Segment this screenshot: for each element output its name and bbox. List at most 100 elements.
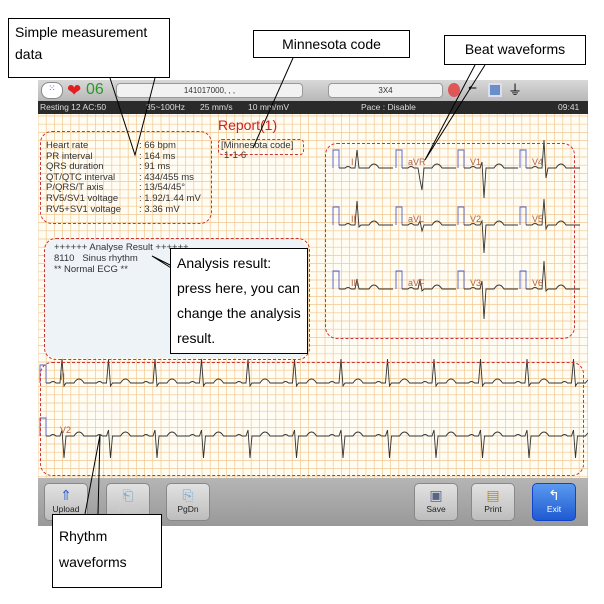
page-up-icon: ⎗	[122, 487, 134, 503]
callout-beat-waveforms: Beat waveforms	[444, 35, 586, 65]
beat-waveform	[526, 260, 580, 293]
analysis-line-2: ** Normal ECG **	[54, 264, 128, 275]
measurement-row: PR interval : 164 ms	[46, 150, 176, 163]
calibration-pulse	[395, 149, 403, 168]
analysis-line-1: 8110 Sinus rhythm	[54, 253, 138, 264]
exit-button[interactable]: ↰Exit	[532, 483, 576, 521]
calibration-pulse	[395, 206, 403, 225]
lead-label: aVR	[408, 157, 426, 167]
save-button[interactable]: ▣Save	[414, 483, 458, 521]
lead-label: V5	[532, 214, 544, 224]
beat-waveform	[339, 200, 393, 229]
beat-waveform	[402, 278, 456, 292]
power-plug-icon: ⏚	[508, 82, 522, 98]
beat-waveform	[526, 139, 580, 179]
analysis-header: ++++++ Analyse Result ++++++	[54, 242, 189, 253]
lead-label: aVL	[408, 214, 425, 224]
beat-waveform	[464, 219, 518, 254]
patient-id-field[interactable]: 141017000, , ,	[116, 83, 303, 98]
lead-label: V4	[532, 157, 544, 167]
speaker-icon	[448, 83, 460, 97]
lead-label: V6	[532, 278, 544, 288]
measurement-value: : 13/54/45°	[139, 182, 186, 194]
pace-text: Pace : Disable	[361, 102, 416, 112]
measurement-label: QRS duration	[46, 161, 104, 173]
gain-text: 10 mm/mV	[248, 102, 290, 112]
measurement-row: P/QRS/T axis : 13/54/45°	[46, 183, 185, 194]
calibration-pulse	[519, 149, 527, 168]
calibration-pulse	[457, 206, 465, 225]
menu-icon[interactable]: ⁙	[41, 82, 63, 99]
calibration-pulse	[332, 270, 340, 289]
top-bar: ⁙ ❤ 06 141017000, , , 3X4 ⭠ ⏚	[38, 80, 588, 101]
calibration-pulse	[457, 270, 465, 289]
exit-icon: ↰	[548, 487, 560, 503]
measurement-value: : 66 bpm	[139, 140, 176, 151]
measurement-label: RV5+SV1 voltage	[46, 203, 122, 215]
layout-selector[interactable]: 3X4	[328, 83, 443, 98]
minnesota-code: 1-1-6	[224, 150, 247, 161]
measurement-row: Heart rate : 66 bpm	[46, 140, 176, 152]
measurement-label: P/QRS/T axis	[46, 182, 104, 194]
minnesota-highlight	[218, 139, 304, 155]
pgdn-button[interactable]: ⎘PgDn	[166, 483, 210, 521]
measurement-row: RV5/SV1 voltage : 1.92/1.44 mV	[46, 193, 201, 205]
analysis-highlight	[44, 238, 310, 360]
beat-waveform	[402, 219, 456, 233]
lead-label: V2	[470, 214, 482, 224]
measurement-row: RV5+SV1 voltage : 3.36 mV	[46, 203, 180, 216]
callout-simple-measurement: Simple measurement data	[8, 18, 170, 78]
rhythm-highlight	[40, 362, 584, 476]
rhythm-lead-label: V2	[60, 425, 72, 435]
mode-text: Resting 12 AC:50	[40, 102, 107, 112]
printer-icon: ▤	[486, 487, 500, 503]
measurement-value: : 164 ms	[139, 150, 176, 162]
rhythm-waveform	[46, 358, 588, 388]
usb-icon: ⭠	[468, 82, 477, 94]
lead-label: V3	[470, 278, 482, 288]
measurement-row: QT/QTC interval : 434/455 ms	[46, 171, 194, 184]
report-title: Report(1)	[218, 117, 278, 133]
measurement-value: : 1.92/1.44 mV	[139, 193, 201, 204]
measurement-value: : 434/455 ms	[139, 171, 194, 183]
heart-rate-counter: 06	[86, 81, 104, 98]
lead-label: V1	[470, 157, 482, 167]
calibration-pulse	[519, 206, 527, 225]
callout-analysis-result: Analysis result: press here, you can cha…	[170, 248, 308, 354]
callout-minnesota: Minnesota code	[253, 30, 410, 58]
measurement-highlight	[40, 131, 212, 224]
heart-icon: ❤	[67, 81, 82, 100]
lead-label: aVF	[408, 278, 425, 288]
page-down-icon: ⎘	[182, 487, 194, 503]
printer-icon	[488, 83, 502, 97]
beat-waveform	[339, 278, 393, 290]
measurement-label: QT/QTC interval	[46, 171, 116, 183]
save-icon: ▣	[429, 487, 443, 503]
print-button[interactable]: ▤Print	[471, 483, 515, 521]
lead-label: I	[351, 157, 354, 167]
measurement-label: Heart rate	[46, 140, 89, 151]
beat-waveform	[464, 280, 518, 320]
calibration-pulse	[395, 270, 403, 289]
filter-text: 35~100Hz	[146, 102, 185, 112]
clock: 09:41	[558, 102, 580, 112]
lead-label: II	[351, 214, 357, 224]
status-bar: Resting 12 AC:50 35~100Hz 25 mm/s 10 mm/…	[38, 101, 588, 114]
callout-rhythm-waveforms: Rhythm waveforms	[52, 514, 162, 588]
measurement-row: QRS duration : 91 ms	[46, 161, 171, 173]
calibration-pulse	[519, 270, 527, 289]
rhythm-waveform	[46, 429, 588, 459]
measurement-value: : 3.36 mV	[139, 203, 180, 215]
measurement-value: : 91 ms	[139, 161, 171, 173]
measurement-label: PR interval	[46, 150, 93, 162]
beat-waveform	[464, 161, 518, 199]
upload-icon: ⇑	[60, 487, 72, 503]
beat-waveform	[526, 198, 580, 231]
beat-waveform	[339, 149, 393, 169]
beat-highlight	[325, 143, 575, 339]
speed-text: 25 mm/s	[200, 102, 233, 112]
calibration-pulse	[332, 206, 340, 225]
beat-waveform	[402, 163, 456, 191]
rhythm-lead-label: II	[60, 372, 66, 382]
measurement-label: RV5/SV1 voltage	[46, 193, 119, 204]
